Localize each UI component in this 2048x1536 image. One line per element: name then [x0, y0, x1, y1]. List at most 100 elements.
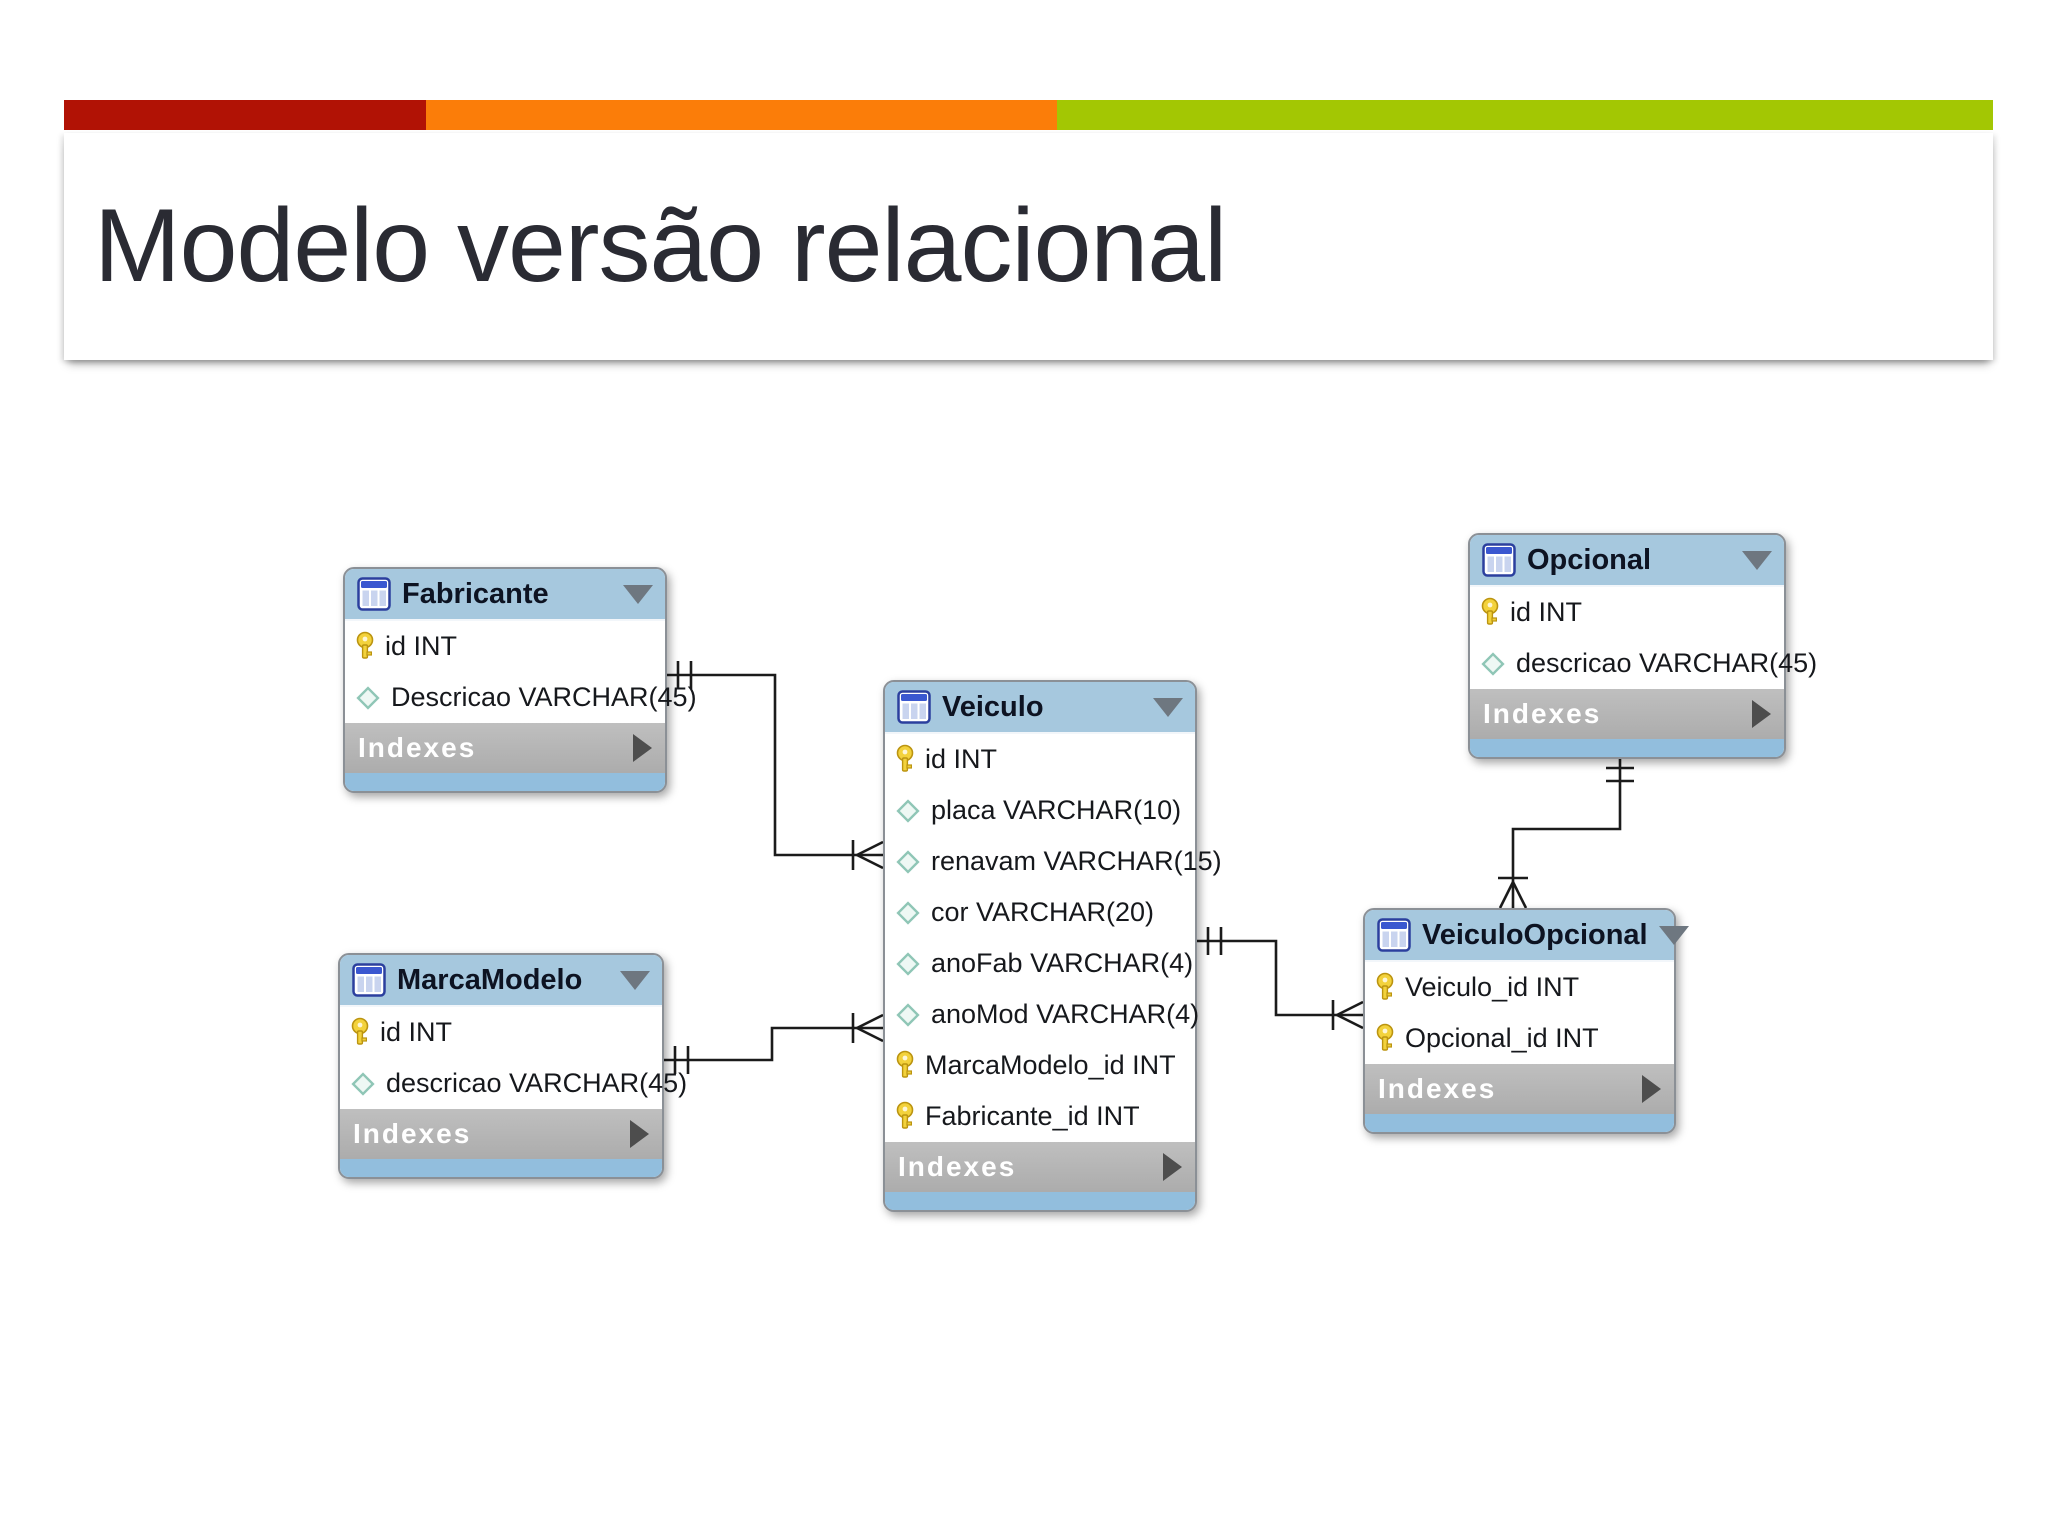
triangle-right-icon[interactable] [1752, 700, 1771, 728]
attribute-diamond-icon [894, 899, 922, 927]
column-label: MarcaModelo_id INT [925, 1050, 1176, 1080]
triangle-down-icon[interactable] [620, 970, 650, 990]
triangle-right-icon[interactable] [633, 734, 652, 762]
table-grid-icon [352, 963, 386, 997]
primary-key-icon [349, 1017, 371, 1049]
column-row[interactable]: id INT [1470, 587, 1784, 638]
column-row[interactable]: Opcional_id INT [1365, 1013, 1674, 1064]
table-card-fabricante[interactable]: Fabricante id INT Descricao VARCHAR(45) I… [343, 567, 697, 793]
table-title: Opcional [1527, 543, 1652, 576]
indexes-label: Indexes [353, 1118, 472, 1149]
attribute-diamond-icon [354, 684, 382, 712]
primary-key-icon [894, 744, 916, 776]
attribute-diamond-icon [894, 1001, 922, 1029]
column-row[interactable]: id INT [345, 621, 665, 672]
indexes-footer[interactable]: Indexes [1365, 1064, 1674, 1114]
attribute-diamond-icon [1479, 650, 1507, 678]
column-row[interactable]: Veiculo_id INT [1365, 962, 1674, 1013]
table-header[interactable]: Fabricante [345, 569, 665, 621]
indexes-footer[interactable]: Indexes [1470, 689, 1784, 739]
column-label: Fabricante_id INT [925, 1101, 1140, 1131]
table-card-veiculoopcional[interactable]: VeiculoOpcional Veiculo_id INT Opcional_… [1363, 908, 1689, 1134]
triangle-right-icon[interactable] [1642, 1075, 1661, 1103]
column-row[interactable]: Fabricante_id INT [885, 1091, 1195, 1142]
column-row[interactable]: cor VARCHAR(20) [885, 887, 1195, 938]
accent-stripe-red [64, 100, 426, 130]
table-header[interactable]: Veiculo [885, 682, 1195, 734]
column-row[interactable]: anoFab VARCHAR(4) [885, 938, 1195, 989]
table-bottom-strip [885, 1192, 1195, 1210]
table-grid-icon [897, 690, 931, 724]
connection-opcional-veiculoopcional [1498, 753, 1634, 909]
triangle-down-icon[interactable] [1742, 550, 1772, 570]
table-header[interactable]: VeiculoOpcional [1365, 910, 1689, 962]
attribute-diamond-icon [349, 1070, 377, 1098]
column-row[interactable]: id INT [340, 1007, 662, 1058]
indexes-footer[interactable]: Indexes [340, 1109, 662, 1159]
column-label: placa VARCHAR(10) [931, 795, 1182, 825]
primary-key-icon [1374, 1023, 1396, 1055]
table-bottom-strip [345, 773, 665, 791]
table-title: Fabricante [402, 577, 549, 610]
column-row[interactable]: id INT [885, 734, 1195, 785]
connection-marcamodelo-veiculo [660, 1013, 884, 1074]
indexes-label: Indexes [898, 1151, 1017, 1182]
table-grid-icon [357, 577, 391, 611]
primary-key-icon [1479, 597, 1501, 629]
triangle-down-icon[interactable] [1658, 925, 1689, 945]
column-label: Veiculo_id INT [1405, 972, 1580, 1002]
table-bottom-strip [1365, 1114, 1674, 1132]
column-label: anoMod VARCHAR(4) [931, 999, 1200, 1029]
accent-stripes [64, 100, 1993, 130]
table-card-opcional[interactable]: Opcional id INT descricao VARCHAR(45) Ind… [1468, 533, 1817, 759]
table-bottom-strip [1470, 739, 1784, 757]
indexes-footer[interactable]: Indexes [885, 1142, 1195, 1192]
indexes-label: Indexes [1483, 698, 1602, 729]
page-title: Modelo versão relacional [94, 188, 1227, 304]
primary-key-icon [354, 631, 376, 663]
triangle-down-icon[interactable] [623, 584, 653, 604]
table-title: Veiculo [942, 690, 1044, 723]
indexes-footer[interactable]: Indexes [345, 723, 665, 773]
column-label: Descricao VARCHAR(45) [391, 682, 697, 712]
column-label: renavam VARCHAR(15) [931, 846, 1222, 876]
indexes-label: Indexes [358, 732, 477, 763]
title-box: Modelo versão relacional [64, 133, 1993, 360]
table-bottom-strip [340, 1159, 662, 1177]
column-row[interactable]: anoMod VARCHAR(4) [885, 989, 1199, 1040]
table-grid-icon [1377, 918, 1411, 952]
column-row[interactable]: descricao VARCHAR(45) [1470, 638, 1817, 689]
column-label: descricao VARCHAR(45) [386, 1068, 688, 1098]
accent-stripe-green [1057, 100, 1993, 130]
accent-stripe-orange [426, 100, 1057, 130]
column-label: descricao VARCHAR(45) [1516, 648, 1818, 678]
primary-key-icon [1374, 972, 1396, 1004]
table-card-veiculo[interactable]: Veiculo id INT placa VARCHAR(10) renavam… [883, 680, 1222, 1212]
column-row[interactable]: renavam VARCHAR(15) [885, 836, 1222, 887]
table-title: MarcaModelo [397, 963, 583, 996]
table-header[interactable]: Opcional [1470, 535, 1784, 587]
table-grid-icon [1482, 543, 1516, 577]
column-row[interactable]: Descricao VARCHAR(45) [345, 672, 697, 723]
triangle-right-icon[interactable] [1163, 1153, 1182, 1181]
column-label: id INT [925, 744, 998, 774]
column-label: id INT [385, 631, 458, 661]
attribute-diamond-icon [894, 848, 922, 876]
attribute-diamond-icon [894, 950, 922, 978]
column-row[interactable]: placa VARCHAR(10) [885, 785, 1195, 836]
table-header[interactable]: MarcaModelo [340, 955, 662, 1007]
primary-key-icon [894, 1101, 916, 1133]
column-row[interactable]: descricao VARCHAR(45) [340, 1058, 687, 1109]
table-card-marcamodelo[interactable]: MarcaModelo id INT descricao VARCHAR(45)… [338, 953, 687, 1179]
triangle-down-icon[interactable] [1153, 697, 1183, 717]
column-label: id INT [380, 1017, 453, 1047]
table-title: VeiculoOpcional [1422, 918, 1648, 951]
triangle-right-icon[interactable] [630, 1120, 649, 1148]
indexes-label: Indexes [1378, 1073, 1497, 1104]
column-row[interactable]: MarcaModelo_id INT [885, 1040, 1195, 1091]
column-label: cor VARCHAR(20) [931, 897, 1155, 927]
attribute-diamond-icon [894, 797, 922, 825]
column-label: Opcional_id INT [1405, 1023, 1599, 1053]
column-label: id INT [1510, 597, 1583, 627]
